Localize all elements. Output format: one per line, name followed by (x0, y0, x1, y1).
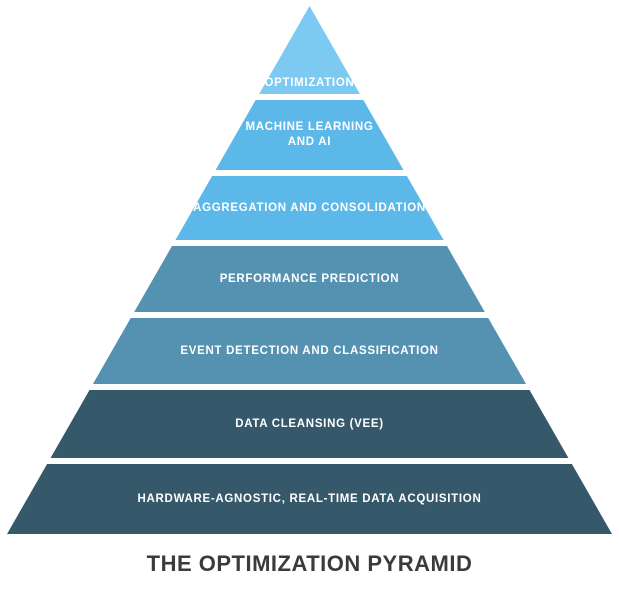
pyramid-level-label: EVENT DETECTION AND CLASSIFICATION (180, 344, 439, 357)
pyramid-level-label: OPTIMIZATION (264, 77, 355, 90)
pyramid-level-optimization: OPTIMIZATION (7, 6, 612, 94)
pyramid-level-aggregation-and-consolidation: AGGREGATION AND CONSOLIDATION (7, 176, 612, 240)
pyramid-level-label: PERFORMANCE PREDICTION (219, 272, 400, 285)
pyramid-level-label: AGGREGATION AND CONSOLIDATION (193, 201, 426, 214)
pyramid-level-data-acquisition: HARDWARE-AGNOSTIC, REAL-TIME DATA ACQUIS… (7, 464, 612, 534)
diagram-title: THE OPTIMIZATION PYRAMID (146, 551, 473, 576)
optimization-pyramid: OPTIMIZATION MACHINE LEARNING AND AI AGG… (7, 6, 612, 534)
pyramid-level-event-detection-and-classification: EVENT DETECTION AND CLASSIFICATION (7, 318, 612, 384)
pyramid-level-machine-learning-and-ai: MACHINE LEARNING AND AI (7, 100, 612, 170)
pyramid-level-data-cleansing-vee: DATA CLEANSING (VEE) (7, 390, 612, 458)
pyramid-level-label: DATA CLEANSING (VEE) (235, 417, 384, 430)
pyramid-level-performance-prediction: PERFORMANCE PREDICTION (7, 246, 612, 312)
pyramid-level-label: HARDWARE-AGNOSTIC, REAL-TIME DATA ACQUIS… (137, 492, 482, 505)
pyramid-level-label: MACHINE LEARNING AND AI (245, 121, 374, 148)
